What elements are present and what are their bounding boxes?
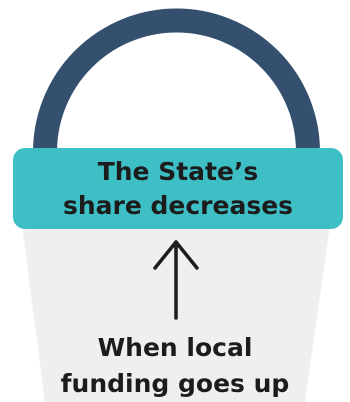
bucket-handle [33, 8, 320, 153]
bottom-text-line-1: When local [97, 333, 253, 362]
rim-text-line-2: share decreases [62, 190, 294, 220]
bottom-text-line-2: funding goes up [60, 369, 290, 398]
bottom-caption: When local funding goes up [0, 330, 350, 402]
up-arrow-icon [153, 240, 199, 320]
bucket-rim: The State’s share decreases [13, 148, 343, 229]
rim-text-line-1: The State’s [97, 156, 259, 186]
